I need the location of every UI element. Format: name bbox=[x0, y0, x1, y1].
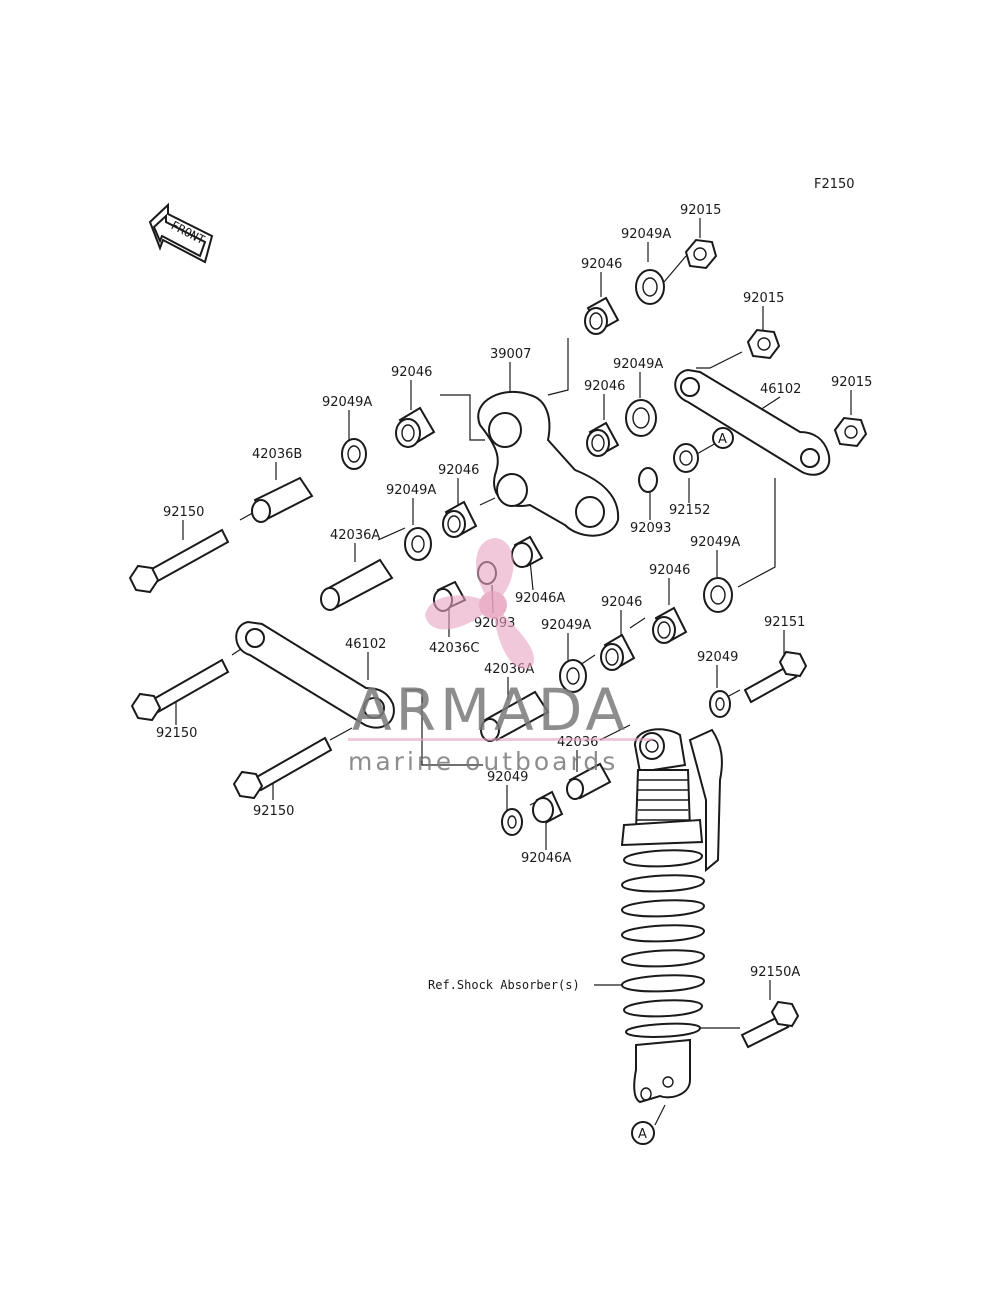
ref-shock-absorber-label: Ref.Shock Absorber(s) bbox=[428, 978, 580, 992]
bearing-92046-mid bbox=[586, 421, 620, 457]
callout-92046A-mid: 92046A bbox=[515, 591, 565, 606]
callout-92015-mid: 92015 bbox=[743, 291, 784, 306]
sleeve-42036A-left bbox=[320, 558, 394, 611]
callout-92049A-left: 92049A bbox=[322, 395, 372, 410]
callout-92046-mid: 92046 bbox=[584, 379, 625, 394]
bearing-92046-left bbox=[395, 406, 436, 448]
svg-text:A: A bbox=[718, 432, 727, 447]
nut-92015-right bbox=[833, 416, 868, 448]
washer-92049-right bbox=[709, 690, 731, 718]
washer-92049A-top bbox=[635, 269, 665, 305]
bolt-92151 bbox=[743, 650, 808, 704]
callout-92046-center: 92046 bbox=[438, 463, 479, 478]
callout-92049-right: 92049 bbox=[697, 650, 738, 665]
bolt-92150-top bbox=[128, 528, 230, 594]
marker-a-top: A bbox=[712, 427, 734, 449]
callout-92150-mid: 92150 bbox=[156, 726, 197, 741]
callout-92151: 92151 bbox=[764, 615, 805, 630]
callout-92015-top: 92015 bbox=[680, 203, 721, 218]
bearing-92046A-bottom bbox=[532, 790, 564, 824]
callout-92049A-r3: 92049A bbox=[541, 618, 591, 633]
watermark: ARMADA marine outboards bbox=[348, 538, 653, 776]
rocker-arm-39007 bbox=[477, 390, 620, 537]
callout-labels: 92015 92049A 92046 92015 39007 92049A 92… bbox=[156, 203, 872, 992]
bolt-92150-bottom bbox=[232, 736, 333, 800]
washer-92049A-r3 bbox=[559, 659, 587, 693]
washer-92049A-center bbox=[404, 527, 432, 561]
callout-46102-bottom: 46102 bbox=[345, 637, 386, 652]
bolt-92150-mid bbox=[130, 658, 230, 722]
callout-92049A-r1: 92049A bbox=[613, 357, 663, 372]
bearing-92046-r2 bbox=[652, 606, 688, 644]
callout-92049-bottom: 92049 bbox=[487, 770, 528, 785]
leader-lines bbox=[175, 218, 852, 1126]
callout-92150A: 92150A bbox=[750, 965, 800, 980]
callout-92046-r2: 92046 bbox=[649, 563, 690, 578]
propeller-logo-icon bbox=[425, 538, 535, 669]
bearing-92046-r3 bbox=[600, 633, 636, 671]
callout-39007: 39007 bbox=[490, 347, 531, 362]
callout-92046-top: 92046 bbox=[581, 257, 622, 272]
nut-92015-mid bbox=[746, 328, 781, 360]
svg-text:A: A bbox=[638, 1127, 647, 1142]
callout-46102-top: 46102 bbox=[760, 382, 801, 397]
marker-a-bottom: A bbox=[631, 1121, 655, 1145]
callout-92046-left: 92046 bbox=[391, 365, 432, 380]
bearing-92046A-mid bbox=[511, 535, 544, 568]
sleeve-42036B bbox=[251, 476, 314, 523]
callout-92015-right: 92015 bbox=[831, 375, 872, 390]
washer-92049A-left bbox=[341, 438, 367, 470]
callout-42036C: 42036C bbox=[429, 641, 479, 656]
callout-92152: 92152 bbox=[669, 503, 710, 518]
callout-92049A-center: 92049A bbox=[386, 483, 436, 498]
callout-92049A-r2: 92049A bbox=[690, 535, 740, 550]
callout-92150-bottom: 92150 bbox=[253, 804, 294, 819]
callout-92049A-top: 92049A bbox=[621, 227, 671, 242]
front-arrow-icon: FRONT bbox=[148, 202, 214, 264]
callout-92093-right: 92093 bbox=[630, 521, 671, 536]
callout-42036B: 42036B bbox=[252, 447, 302, 462]
callout-92046A-bottom: 92046A bbox=[521, 851, 571, 866]
figure-code: F2150 bbox=[814, 177, 855, 192]
callout-92046-r3: 92046 bbox=[601, 595, 642, 610]
washer-92049A-r1 bbox=[625, 399, 657, 437]
bearing-92046-center bbox=[442, 500, 478, 538]
bearing-92046-top bbox=[584, 296, 620, 335]
watermark-subtitle: marine outboards bbox=[348, 747, 618, 776]
callout-42036A-left: 42036A bbox=[330, 528, 380, 543]
tie-rod-46102-bottom bbox=[235, 620, 395, 729]
callout-92150-top: 92150 bbox=[163, 505, 204, 520]
nut-92015-top bbox=[684, 238, 718, 270]
washer-92049-bottom bbox=[501, 808, 523, 836]
washer-92049A-r2 bbox=[703, 577, 733, 613]
watermark-title: ARMADA bbox=[352, 676, 629, 744]
bolt-92150A bbox=[740, 1000, 800, 1049]
sleeve-42036 bbox=[566, 762, 612, 800]
tie-rod-46102-top bbox=[674, 368, 831, 476]
shock-absorber bbox=[620, 728, 723, 1104]
seal-92093-right bbox=[638, 467, 658, 493]
collar-92152 bbox=[673, 443, 699, 473]
